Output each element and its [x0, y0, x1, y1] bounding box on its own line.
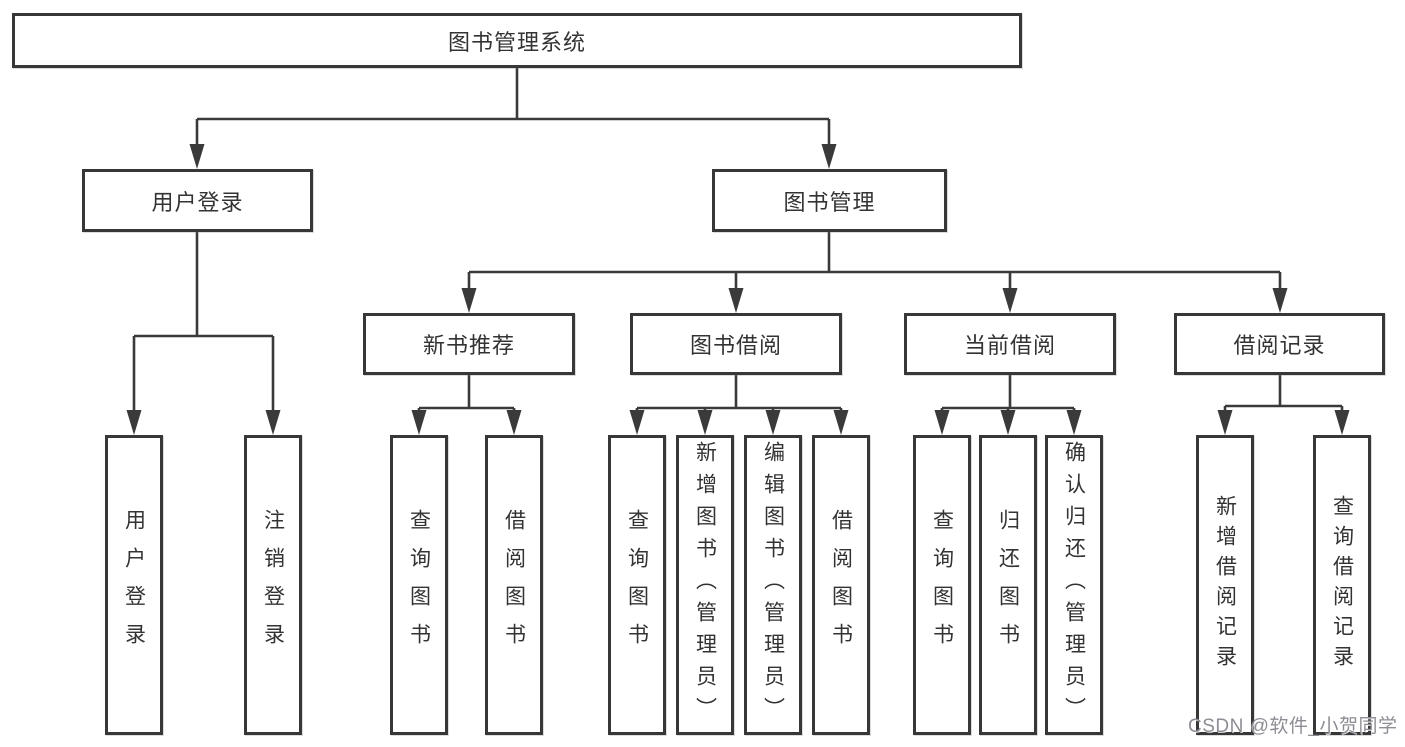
arrowhead-icon — [1334, 410, 1350, 435]
leaf-label: 编辑图书（管理员） — [761, 441, 785, 729]
arrowhead-icon — [506, 410, 522, 435]
leaf-confirm-return-admin: 确认归还（管理员） — [1045, 435, 1103, 735]
leaf-label: 查询图书 — [407, 509, 431, 661]
arrowhead-icon — [265, 410, 281, 435]
arrowhead-icon — [1000, 410, 1016, 435]
leaf-borrow-books: 借阅图书 — [485, 435, 543, 735]
connector-root-to-level2 — [189, 68, 837, 169]
leaf-label: 新增图书（管理员） — [693, 441, 717, 729]
connector-user-login-children — [126, 232, 281, 435]
arrowhead-icon — [728, 288, 744, 313]
connector-borrow-records-children — [1217, 375, 1350, 435]
arrowhead-icon — [189, 144, 205, 169]
arrowhead-icon — [1217, 410, 1233, 435]
leaf-query-books: 查询图书 — [608, 435, 666, 735]
arrowhead-icon — [934, 410, 950, 435]
arrowhead-icon — [126, 410, 142, 435]
connector-book-borrow-children — [629, 375, 849, 435]
leaf-label: 借阅图书 — [502, 509, 526, 661]
connector-current-borrow-children — [934, 375, 1082, 435]
leaf-return-books: 归还图书 — [979, 435, 1037, 735]
node-book-borrow: 图书借阅 — [630, 313, 842, 375]
leaf-label: 借阅图书 — [829, 509, 853, 661]
leaf-logout: 注销登录 — [244, 435, 302, 735]
node-borrow-records: 借阅记录 — [1174, 313, 1385, 375]
leaf-query-books: 查询图书 — [390, 435, 448, 735]
leaf-label: 用户登录 — [122, 509, 146, 661]
leaf-label: 归还图书 — [996, 509, 1020, 661]
arrowhead-icon — [765, 410, 781, 435]
connector-book-management-children — [461, 232, 1288, 313]
leaf-add-borrow-record: 新增借阅记录 — [1196, 435, 1254, 735]
leaf-query-borrow-record: 查询借阅记录 — [1313, 435, 1371, 735]
node-book-management: 图书管理 — [712, 169, 947, 232]
node-root-system: 图书管理系统 — [12, 13, 1022, 68]
leaf-user-login: 用户登录 — [105, 435, 163, 735]
leaf-label: 查询图书 — [930, 509, 954, 661]
node-current-borrow: 当前借阅 — [904, 313, 1116, 375]
leaf-add-books-admin: 新增图书（管理员） — [676, 435, 734, 735]
arrowhead-icon — [1002, 288, 1018, 313]
node-new-book-recommend: 新书推荐 — [363, 313, 575, 375]
leaf-label: 注销登录 — [261, 509, 285, 661]
leaf-label: 确认归还（管理员） — [1062, 441, 1086, 729]
leaf-label: 新增借阅记录 — [1213, 495, 1237, 675]
leaf-edit-books-admin: 编辑图书（管理员） — [744, 435, 802, 735]
leaf-borrow-books: 借阅图书 — [812, 435, 870, 735]
arrowhead-icon — [821, 144, 837, 169]
csdn-watermark: CSDN @软件_小贺同学 — [1188, 716, 1398, 737]
leaf-label: 查询图书 — [625, 509, 649, 661]
node-user-login: 用户登录 — [82, 169, 313, 232]
leaf-query-books: 查询图书 — [913, 435, 971, 735]
leaf-label: 查询借阅记录 — [1330, 495, 1354, 675]
arrowhead-icon — [411, 410, 427, 435]
arrowhead-icon — [461, 288, 477, 313]
arrowhead-icon — [629, 410, 645, 435]
arrowhead-icon — [833, 410, 849, 435]
arrowhead-icon — [1272, 288, 1288, 313]
arrowhead-icon — [1066, 410, 1082, 435]
connector-new-book-children — [411, 375, 522, 435]
arrowhead-icon — [697, 410, 713, 435]
